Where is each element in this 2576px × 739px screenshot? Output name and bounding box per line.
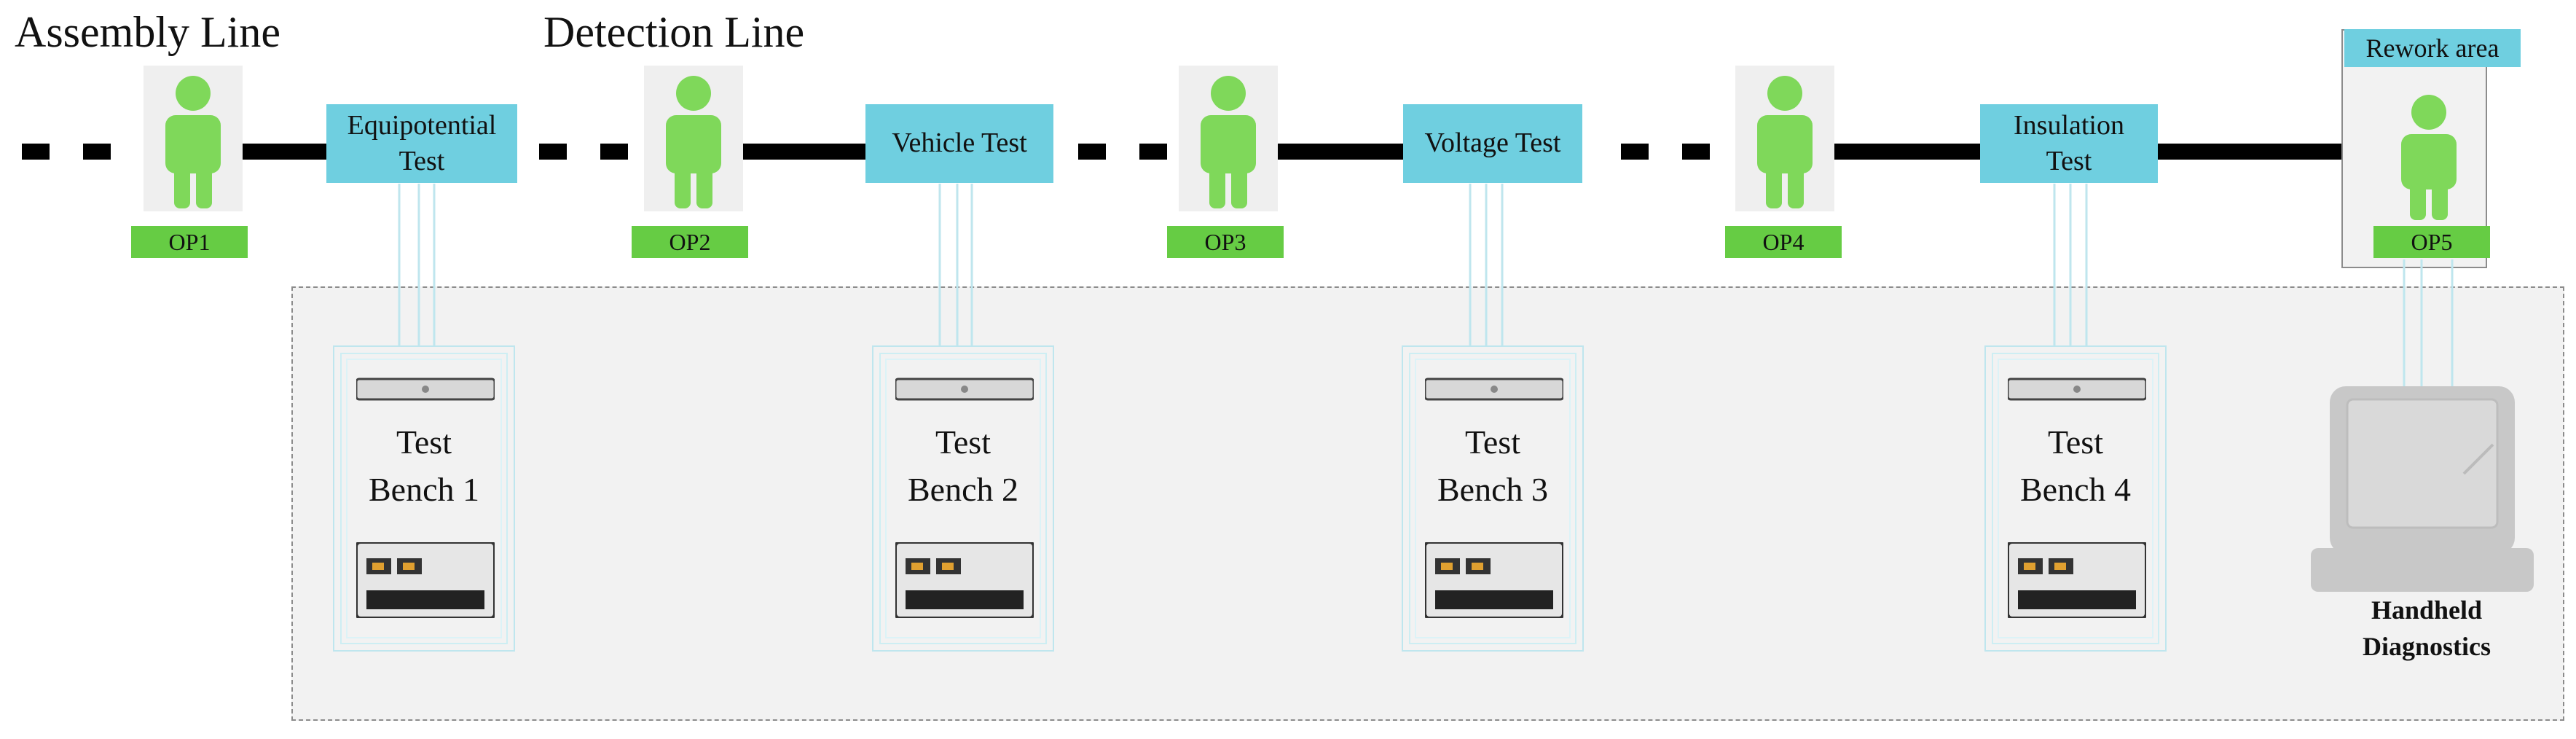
rack-unit-icon	[356, 542, 495, 618]
detection-line-heading: Detection Line	[543, 8, 805, 56]
test-bench-3: Test Bench 3	[1402, 345, 1584, 652]
operator-label-op3: OP3	[1167, 226, 1284, 258]
person-icon	[1179, 66, 1278, 211]
handheld-diagnostics-label: Handheld Diagnostics	[2362, 595, 2491, 662]
bench-label: Test Bench 3	[1437, 423, 1548, 509]
bench-label: Test Bench 1	[368, 423, 479, 509]
server-icon	[2008, 378, 2146, 401]
voltage-test-box: Voltage Test	[1403, 104, 1582, 183]
vehicle-test-box: Vehicle Test	[865, 104, 1053, 183]
server-icon	[895, 378, 1034, 401]
bench-label: Test Bench 2	[907, 423, 1018, 509]
test-bench-1: Test Bench 1	[333, 345, 515, 652]
operator-label-op4: OP4	[1725, 226, 1842, 258]
assembly-line-heading: Assembly Line	[15, 8, 280, 56]
rack-unit-icon	[895, 542, 1034, 618]
rack-unit-icon	[1425, 542, 1563, 618]
equipotential-test-box: Equipotential Test	[326, 104, 517, 183]
rack-unit-icon	[2008, 542, 2146, 618]
server-icon	[1425, 378, 1563, 401]
person-icon	[2401, 95, 2457, 220]
rework-area-title: Rework area	[2344, 29, 2521, 67]
operator-label-op5: OP5	[2373, 226, 2490, 258]
test-bench-2: Test Bench 2	[872, 345, 1054, 652]
operator-label-op2: OP2	[632, 226, 748, 258]
handheld-device-icon	[2311, 386, 2534, 592]
person-icon	[1735, 66, 1834, 211]
test-bench-4: Test Bench 4	[1984, 345, 2167, 652]
person-icon	[144, 66, 243, 211]
connectors	[398, 184, 2454, 397]
person-icon	[644, 66, 743, 211]
operator-label-op1: OP1	[131, 226, 248, 258]
insulation-test-box: Insulation Test	[1980, 104, 2158, 183]
bench-label: Test Bench 4	[2019, 423, 2131, 509]
server-icon	[356, 378, 495, 401]
